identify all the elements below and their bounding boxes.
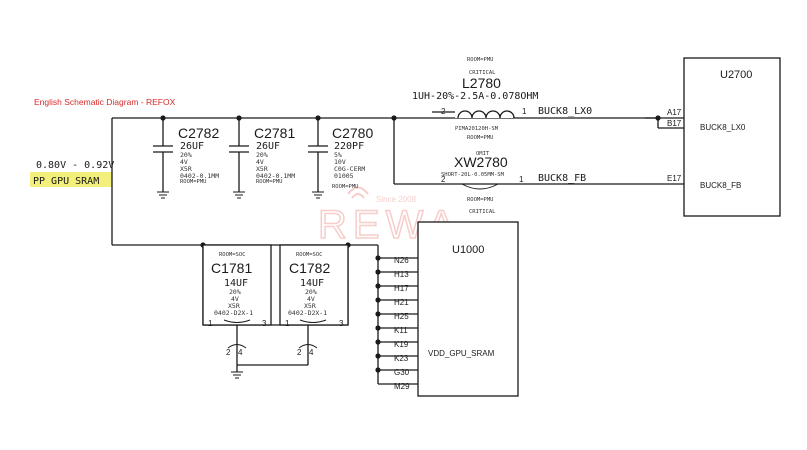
c2781-value: 26UF xyxy=(256,141,280,152)
c1781-ref: C1781 xyxy=(211,260,252,276)
c2781-pkg: 0402-0.1MM xyxy=(256,172,295,180)
c2781-room: ROOM=PMU xyxy=(256,179,283,185)
c2782-tol: 20% xyxy=(180,151,192,159)
power-net-range: 0.80V - 0.92V xyxy=(36,160,114,171)
c1781-diel: X5R xyxy=(228,302,240,310)
u2700-ref: U2700 xyxy=(720,69,752,81)
l2780-part: PIMA20120H-SM xyxy=(455,126,499,132)
inductor-l2780: ROOM=PMU CRITICAL L2780 1UH-20%-2.5A-0.0… xyxy=(412,57,538,141)
l2780-pin-left: 2 xyxy=(441,107,446,116)
c1782-value: 14UF xyxy=(300,278,324,289)
u2700-pin-b17: B17 xyxy=(667,119,682,128)
capacitor-c2780: C2780 220PF 5% 10V C0G-CERM 01005 ROOM=P… xyxy=(332,125,373,190)
c2781-tol: 20% xyxy=(256,151,268,159)
net-label-fb: BUCK8_FB xyxy=(538,173,586,184)
diagram-caption: English Schematic Diagram - REFOX xyxy=(34,97,176,107)
net-label-lx: BUCK8_LX0 xyxy=(538,106,592,117)
u1000-pin-8: G30 xyxy=(394,368,410,377)
c1781-value: 14UF xyxy=(224,278,248,289)
l2780-room: ROOM=PMU xyxy=(467,57,494,63)
l2780-flag: CRITICAL xyxy=(469,70,496,76)
jumper-xw2780: OMIT XW2780 SHORT-20L-0.05MM-SM 2 1 ROOM… xyxy=(432,151,528,215)
u2700-pin-e17-name: BUCK8_FB xyxy=(700,181,741,190)
c1781-pkg: 0402-D2X-1 xyxy=(214,309,253,317)
u1000-pin-label: VDD_GPU_SRAM xyxy=(428,349,495,358)
u2700-pin-e17: E17 xyxy=(667,174,682,183)
l2780-pin-right: 1 xyxy=(522,107,527,116)
c2780-pkg: 01005 xyxy=(334,172,354,180)
capacitor-c2781: C2781 26UF 20% 4V X5R 0402-0.1MM ROOM=PM… xyxy=(254,125,295,185)
c1782-pin2: 2 xyxy=(297,348,302,357)
c2782-room: ROOM=PMU xyxy=(180,179,207,185)
c1782-diel: X5R xyxy=(304,302,316,310)
c1781-pin2: 2 xyxy=(226,348,231,357)
u1000-pin-3: H21 xyxy=(394,298,409,307)
c2780-value: 220PF xyxy=(334,141,364,152)
power-net-highlight xyxy=(30,172,112,187)
c1781-volt: 4V xyxy=(231,295,239,303)
c1782-tol: 20% xyxy=(305,288,317,296)
c2780-volt: 10V xyxy=(334,158,346,166)
c1782-pkg: 0402-D2X-1 xyxy=(288,309,327,317)
c2781-volt: 4V xyxy=(256,158,264,166)
u1000-pin-7: K23 xyxy=(394,354,409,363)
capacitor-c2782: C2782 26UF 20% 4V X5R 0402-0.1MM ROOM=PM… xyxy=(178,125,219,185)
c2780-room: ROOM=PMU xyxy=(332,184,359,190)
xw2780-pin-right: 1 xyxy=(519,175,524,184)
c1781-pin4: 4 xyxy=(238,348,243,357)
u1000-pin-0: N26 xyxy=(394,256,409,265)
capacitor-c1781: ROOM=SOC C1781 14UF 20% 4V X5R 0402-D2X-… xyxy=(202,244,272,379)
c1782-pin3: 3 xyxy=(339,319,344,328)
c1782-pin1: 1 xyxy=(285,319,290,328)
c2782-pkg: 0402-0.1MM xyxy=(180,172,219,180)
c1782-pin4: 4 xyxy=(309,348,314,357)
power-net-name: PP GPU SRAM xyxy=(33,176,99,187)
c1781-tol: 20% xyxy=(229,288,241,296)
u1000-pin-9: M29 xyxy=(394,382,410,391)
l2780-room2: ROOM=PMU xyxy=(467,135,494,141)
xw2780-part: SHORT-20L-0.05MM-SM xyxy=(441,172,505,178)
c2782-ref: C2782 xyxy=(178,125,219,141)
capacitor-symbols-top xyxy=(153,118,328,199)
xw2780-flag: OMIT xyxy=(476,151,490,157)
watermark-since: Since 2008 xyxy=(376,195,417,204)
c1781-pin3: 3 xyxy=(262,319,267,328)
c2781-diel: X5R xyxy=(256,165,268,173)
u2700-pin-a17: A17 xyxy=(667,108,682,117)
chip-u2700: U2700 A17 B17 BUCK8_LX0 E17 BUCK8_FB xyxy=(667,57,781,217)
l2780-ref: L2780 xyxy=(462,75,501,91)
xw2780-pin-left: 2 xyxy=(441,175,446,184)
chip-u1000: U1000 VDD_GPU_SRAM N26 H13 H17 H21 H25 K… xyxy=(394,221,519,397)
c2781-ref: C2781 xyxy=(254,125,295,141)
u1000-ref: U1000 xyxy=(452,244,484,256)
c2782-value: 26UF xyxy=(180,141,204,152)
u1000-pin-2: H17 xyxy=(394,284,409,293)
c2780-ref: C2780 xyxy=(332,125,373,141)
capacitor-c1782: ROOM=SOC C1782 14UF 20% 4V X5R 0402-D2X-… xyxy=(237,244,349,366)
u2700-pin-b17-name: BUCK8_LX0 xyxy=(700,123,746,132)
l2780-value: 1UH-20%-2.5A-0.078OHM xyxy=(412,91,538,102)
c2780-tol: 5% xyxy=(334,151,342,159)
c1782-ref: C1782 xyxy=(289,260,330,276)
xw2780-flag2: CRITICAL xyxy=(469,209,496,215)
u1000-pin-1: H13 xyxy=(394,270,409,279)
u1000-pin-4: H25 xyxy=(394,312,409,321)
c1781-pin1: 1 xyxy=(208,319,213,328)
c2782-diel: X5R xyxy=(180,165,192,173)
c1781-room: ROOM=SOC xyxy=(219,252,246,258)
u1000-pin-5: K11 xyxy=(394,326,408,335)
c1782-room: ROOM=SOC xyxy=(296,252,323,258)
xw2780-ref: XW2780 xyxy=(454,154,508,170)
c1782-volt: 4V xyxy=(307,295,315,303)
c2782-volt: 4V xyxy=(180,158,188,166)
xw2780-room: ROOM=PMU xyxy=(467,197,494,203)
u1000-pin-6: K19 xyxy=(394,340,409,349)
c2780-diel: C0G-CERM xyxy=(334,165,365,173)
